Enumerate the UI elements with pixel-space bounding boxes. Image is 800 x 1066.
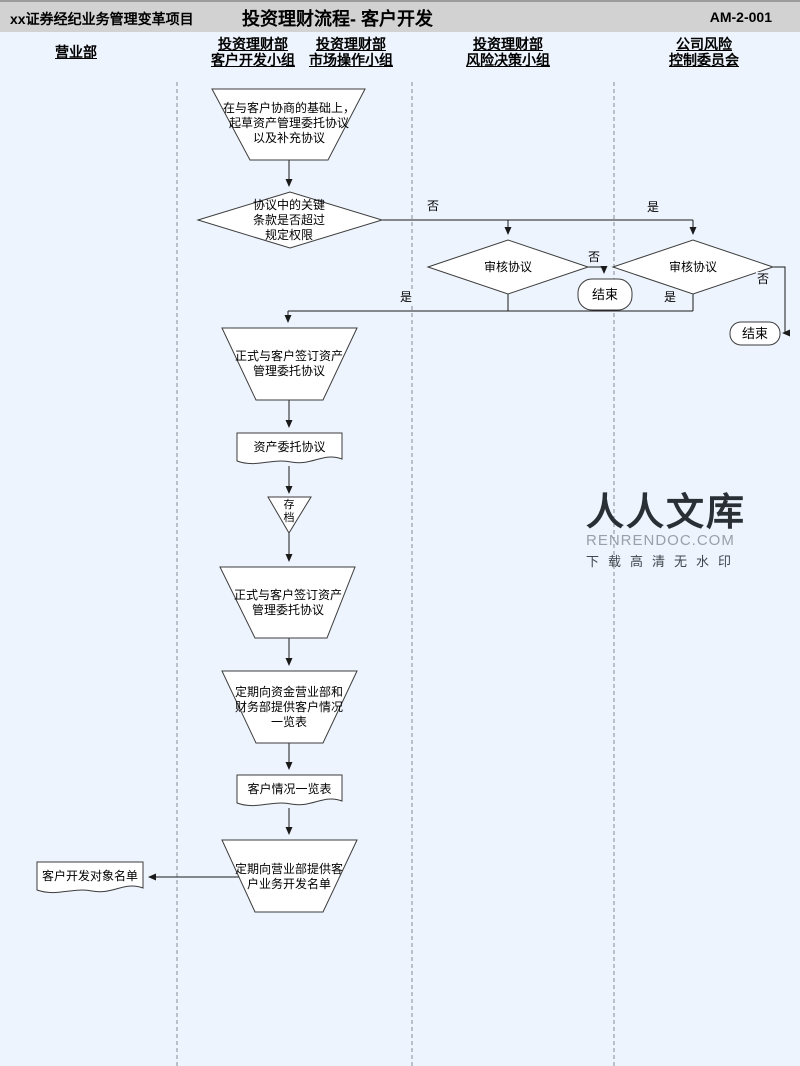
label-provide-dev-list: 定期向营业部提供客 户业务开发名单: [234, 862, 343, 891]
edge-label-no-1: 否: [426, 199, 441, 213]
trapezoid-provide-dev-list: [221, 839, 358, 913]
edge-label-no-3: 否: [756, 272, 771, 286]
lane-header-market-ops-team: 投资理财部 市场操作小组: [309, 36, 393, 68]
label-review-1: 审核协议: [483, 259, 532, 274]
diamond-review-risk-decision-team: [426, 239, 590, 295]
page-title: 投资理财流程- 客户开发: [242, 9, 433, 29]
label-sign-agreement-2: 正式与客户签订资产 管理委托协议: [233, 588, 342, 617]
trapezoid-report-client-status: [221, 670, 358, 744]
document-client-status-list: [236, 774, 343, 807]
label-report-client-status: 定期向资金营业部和 财务部提供客户情况 一览表: [234, 684, 343, 729]
terminator-end-2: [729, 321, 781, 346]
label-asset-agreement-doc: 资产委托协议: [253, 439, 326, 454]
label-sign-agreement-1: 正式与客户签订资产 管理委托协议: [234, 349, 343, 378]
lane-header-sales-dept: 营业部: [55, 44, 97, 60]
label-end-1: 结束: [591, 287, 618, 302]
label-review-2: 审核协议: [668, 259, 717, 274]
lane-dividers: [176, 82, 615, 1066]
trapezoid-sign-agreement-1: [221, 327, 358, 401]
lane-header-risk-control-committee: 公司风险 控制委员会: [669, 36, 739, 68]
lane-header-client-dev-team: 投资理财部 客户开发小组: [211, 36, 295, 68]
terminator-end-1: [577, 278, 633, 311]
label-client-dev-list-doc: 客户开发对象名单: [41, 868, 138, 883]
document-client-dev-list: [36, 861, 144, 894]
diamond-key-terms-decision: [196, 191, 384, 249]
label-draft-agreement: 在与客户协商的基础上， 起草资产管理委托协议 以及补充协议: [222, 100, 355, 145]
edge-label-yes-3: 是: [663, 290, 678, 304]
project-name: xx证券经纪业务管理变革项目: [10, 11, 194, 27]
lane-header-risk-decision-team: 投资理财部 风险决策小组: [466, 36, 550, 68]
label-client-status-doc: 客户情况一览表: [247, 781, 332, 796]
label-end-2: 结束: [741, 326, 768, 341]
edge-label-yes-2: 是: [399, 290, 414, 304]
diamond-review-risk-control-committee: [611, 239, 775, 295]
label-archive: 存 档: [283, 499, 295, 524]
edge-label-yes-1: 是: [646, 200, 661, 214]
document-asset-agreement: [236, 432, 343, 465]
connectors: [148, 160, 790, 881]
triangle-archive: [267, 496, 312, 534]
label-key-terms-decision: 协议中的关键 条款是否超过 规定权限: [252, 197, 325, 242]
edge-label-no-2: 否: [587, 250, 602, 264]
document-id: AM-2-001: [709, 9, 772, 25]
trapezoid-sign-agreement-2: [219, 566, 356, 639]
header-bar: xx证券经纪业务管理变革项目 投资理财流程- 客户开发 AM-2-001: [0, 0, 800, 32]
trapezoid-draft-agreement: [211, 88, 366, 161]
